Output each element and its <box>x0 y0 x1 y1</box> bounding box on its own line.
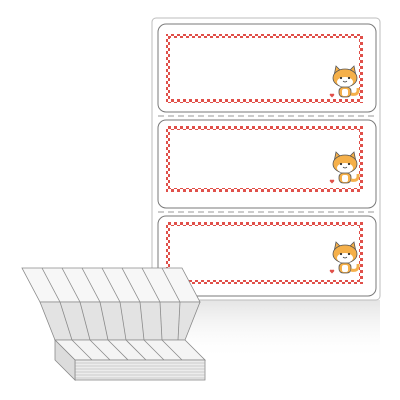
checker-border <box>166 34 363 103</box>
label-1 <box>157 23 377 113</box>
checker-border <box>166 222 363 284</box>
checker-border <box>166 126 363 192</box>
label-sheet <box>151 17 381 301</box>
label-3 <box>157 215 377 297</box>
fanfold-stack <box>21 267 206 381</box>
label-2 <box>157 119 377 209</box>
